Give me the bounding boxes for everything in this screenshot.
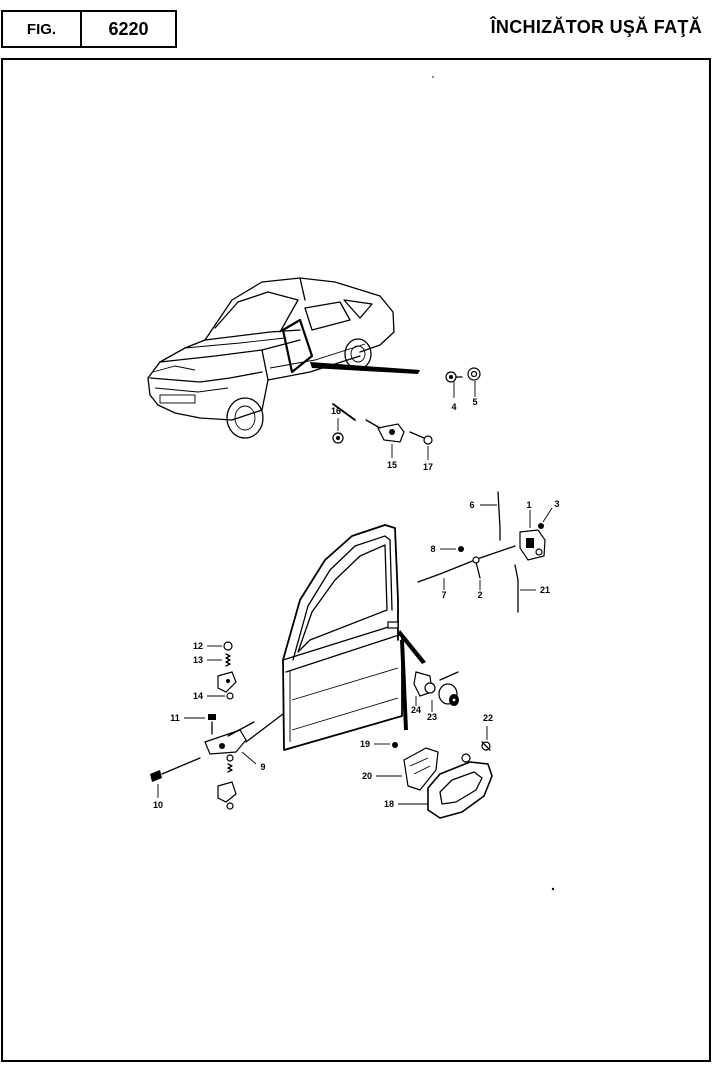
part-6-rod (480, 491, 501, 541)
callout-10: 10 (153, 800, 163, 810)
part-18-outer-handle (398, 753, 493, 819)
callout-3: 3 (554, 499, 559, 509)
lower-check-parts (217, 754, 237, 810)
callout-6: 6 (469, 500, 474, 510)
callout-12: 12 (193, 641, 203, 651)
part-4-bolt (445, 371, 463, 398)
part-11-bolt (184, 714, 216, 735)
part-15-striker (365, 419, 405, 458)
car-illustration (147, 277, 420, 439)
callout-22: 22 (483, 713, 493, 723)
callout-7: 7 (441, 590, 446, 600)
callout-1: 1 (526, 500, 531, 510)
part-14-washer (207, 692, 234, 700)
part-2-screw (472, 556, 481, 590)
callout-20: 20 (362, 771, 372, 781)
fig-number: 6220 (80, 10, 177, 48)
part-8-clip (440, 546, 464, 552)
part-1-lock-assembly (519, 510, 546, 561)
callout-21: 21 (540, 585, 550, 595)
part-23-lock-cylinder (424, 671, 459, 712)
part-20-handle-bracket (376, 747, 439, 791)
callout-2: 2 (477, 590, 482, 600)
part-5-washer (467, 367, 481, 397)
page-title: ÎNCHIZĂTOR UŞĂ FAŢĂ (490, 17, 702, 37)
part-22-screw (481, 726, 491, 751)
part-9-lower-hinge (204, 713, 284, 765)
callout-9: 9 (260, 762, 265, 772)
callout-4: 4 (451, 402, 456, 412)
part-10-bolt (150, 757, 201, 798)
part-17-screw (409, 431, 433, 460)
callout-19: 19 (360, 739, 370, 749)
callout-18: 18 (384, 799, 394, 809)
callout-17: 17 (423, 462, 433, 472)
upper-hinge (217, 671, 237, 693)
part-19-clip (374, 742, 398, 748)
part-13-spring (207, 653, 231, 667)
callout-24: 24 (411, 705, 421, 715)
callout-13: 13 (193, 655, 203, 665)
part-3-screw (538, 507, 553, 529)
callout-15: 15 (387, 460, 397, 470)
callout-14: 14 (193, 691, 203, 701)
callout-labels: 1 2 3 4 5 6 7 8 9 10 11 12 13 14 15 16 1… (153, 397, 560, 810)
part-16-nut (332, 403, 356, 444)
callout-11: 11 (170, 713, 180, 723)
part-7-rod (417, 545, 516, 590)
front-door-panel (282, 524, 426, 751)
callout-8: 8 (430, 544, 435, 554)
callout-5: 5 (472, 397, 477, 407)
part-21-rod (514, 564, 536, 613)
callout-16: 16 (331, 406, 341, 416)
diagram-frame (1, 58, 711, 1062)
part-12-washer (207, 641, 233, 651)
callout-23: 23 (427, 712, 437, 722)
